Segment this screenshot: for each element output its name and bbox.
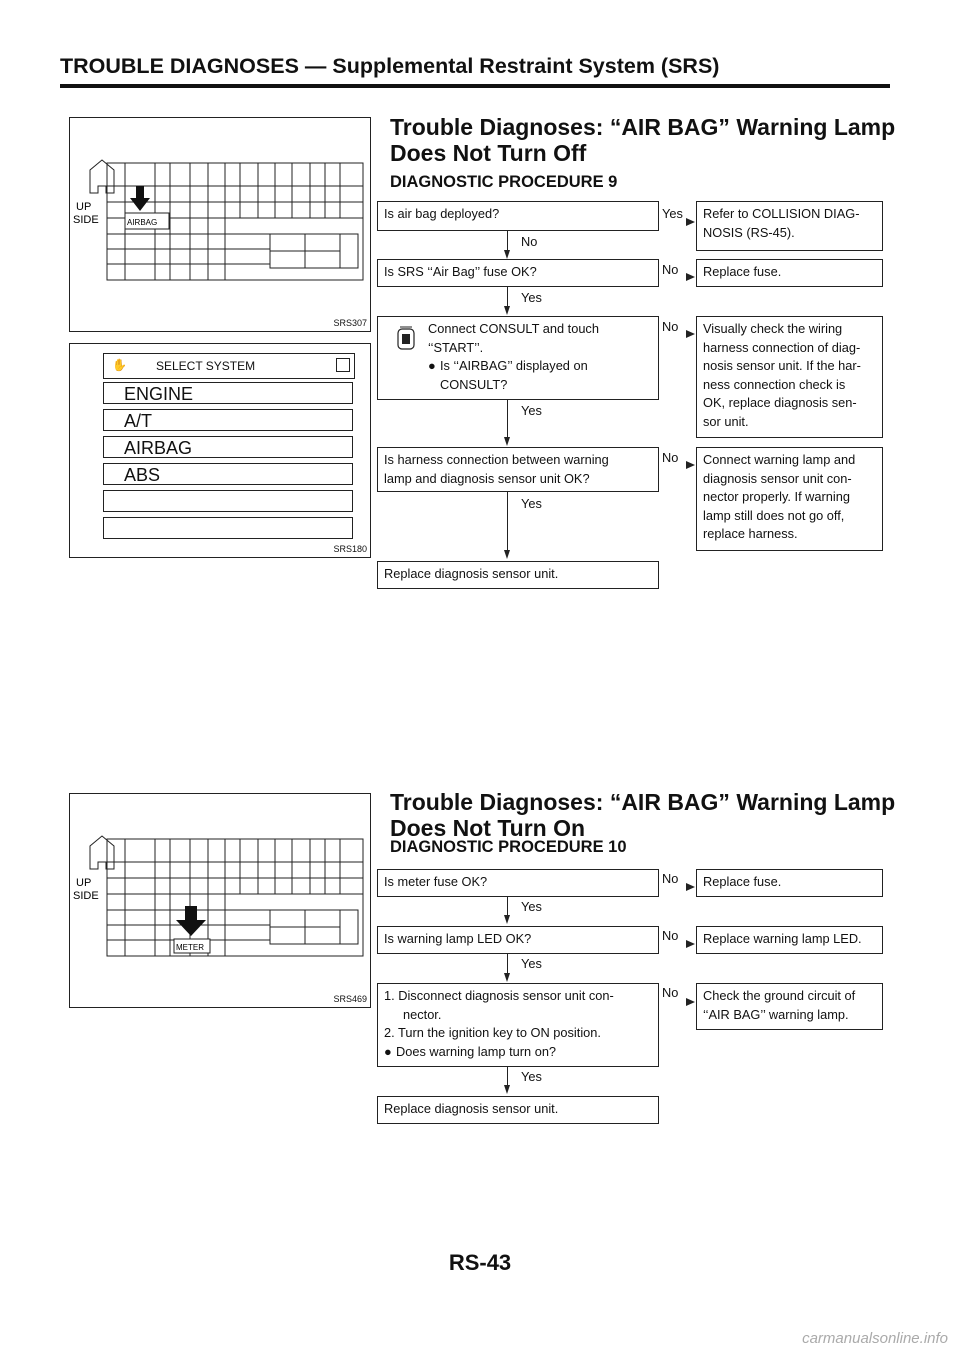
menu-item-engine[interactable]: ENGINE <box>103 382 353 404</box>
section2-procedure: DIAGNOSTIC PROCEDURE 10 <box>390 838 627 856</box>
connector-grid-diagram: UP SIDE AIRBAG <box>73 159 364 281</box>
s2-step1-yes-label: Yes <box>521 899 542 914</box>
section1-title-line1: Trouble Diagnoses: “AIR BAG” Warning Lam… <box>390 114 896 140</box>
step1-question: Is air bag deployed? <box>377 201 659 231</box>
step4-no-label: No <box>662 450 679 465</box>
menu-item-abs[interactable]: ABS <box>103 463 353 485</box>
arrow-right-icon <box>686 330 695 338</box>
figure-srs469: UP SIDE METER SRS469 <box>69 793 371 1008</box>
arrow-down-icon <box>504 973 510 982</box>
s2-step3-result: Check the ground circuit of‘‘AIR BAG’’ w… <box>696 983 883 1030</box>
s2-step4-final: Replace diagnosis sensor unit. <box>377 1096 659 1124</box>
consult-device-icon <box>397 326 415 350</box>
figure-srs307: UP SIDE AIRBAG SRS307 <box>69 117 371 332</box>
s2-step2-yes-label: Yes <box>521 956 542 971</box>
svg-text:SIDE: SIDE <box>73 890 99 902</box>
arrow-right-icon <box>686 218 695 226</box>
step2-no-label: No <box>662 262 679 277</box>
s2-step2-no-label: No <box>662 928 679 943</box>
result-line: NOSIS (RS-45). <box>703 224 795 240</box>
watermark: carmanualsonline.info <box>802 1330 948 1347</box>
s2-step3-yes-label: Yes <box>521 1069 542 1084</box>
result-line: Refer to COLLISION DIAG- <box>703 206 860 221</box>
arrow-down-icon <box>504 915 510 924</box>
step1-yes-label: Yes <box>662 206 683 221</box>
section2-title-line1: Trouble Diagnoses: “AIR BAG” Warning Lam… <box>390 789 896 815</box>
svg-text:AIRBAG: AIRBAG <box>127 218 157 227</box>
arrow-down-icon <box>504 437 510 446</box>
step1-no-label: No <box>521 234 538 249</box>
s2-step1-no-label: No <box>662 871 679 886</box>
s2-step1-result: Replace fuse. <box>696 869 883 897</box>
menu-item-at[interactable]: A/T <box>103 409 353 431</box>
flow-line <box>507 400 509 440</box>
figure-code: SRS180 <box>333 544 367 554</box>
menu-title: SELECT SYSTEM <box>156 359 256 373</box>
svg-text:UP: UP <box>76 877 91 889</box>
section1-procedure: DIAGNOSTIC PROCEDURE 9 <box>390 173 618 191</box>
flow-line <box>507 287 509 309</box>
section2-title-line2: Does Not Turn On <box>390 815 586 841</box>
s2-step3-question: 1. Disconnect diagnosis sensor unit con-… <box>377 983 659 1067</box>
meter-connector-diagram: UP SIDE METER <box>73 835 364 957</box>
arrow-right-icon <box>686 461 695 469</box>
arrow-down-icon <box>504 250 510 259</box>
consult-screen: ✋ SELECT SYSTEM ENGINE A/T AIRBAG ABS <box>103 353 360 550</box>
arrow-right-icon <box>686 940 695 948</box>
svg-text:METER: METER <box>176 943 204 952</box>
s2-step2-result: Replace warning lamp LED. <box>696 926 883 954</box>
arrow-right-icon <box>686 273 695 281</box>
page-header: TROUBLE DIAGNOSES — Supplemental Restrai… <box>60 54 720 78</box>
flow-line <box>507 897 509 917</box>
section1-title-line2: Does Not Turn Off <box>390 140 587 166</box>
arrow-down-icon <box>504 550 510 559</box>
figure-srs180: ✋ SELECT SYSTEM ENGINE A/T AIRBAG ABS SR… <box>69 343 371 558</box>
pointer-icon: ✋ <box>112 358 127 372</box>
arrow-right-icon <box>686 998 695 1006</box>
svg-text:SIDE: SIDE <box>73 214 99 226</box>
step3-yes-label: Yes <box>521 403 542 418</box>
step5-final: Replace diagnosis sensor unit. <box>377 561 659 589</box>
step2-yes-label: Yes <box>521 290 542 305</box>
arrow-right-icon <box>686 883 695 891</box>
figure-code: SRS307 <box>333 318 367 328</box>
scroll-box-icon <box>336 358 350 372</box>
s2-step1-question: Is meter fuse OK? <box>377 869 659 897</box>
flow-line <box>507 231 509 253</box>
menu-item-empty-2[interactable] <box>103 517 353 539</box>
step2-result: Replace fuse. <box>696 259 883 287</box>
step3-question: Connect CONSULT and touch ‘‘START’’. ●Is… <box>377 316 659 400</box>
step1-result: Refer to COLLISION DIAG- NOSIS (RS-45). <box>696 201 883 251</box>
arrow-down-icon <box>504 1085 510 1094</box>
s2-step3-no-label: No <box>662 985 679 1000</box>
step4-yes-label: Yes <box>521 496 542 511</box>
flow-line <box>507 1067 509 1088</box>
flow-line <box>507 492 509 553</box>
step2-question: Is SRS ‘‘Air Bag’’ fuse OK? <box>377 259 659 287</box>
page-number: RS-43 <box>448 1250 512 1275</box>
menu-title-bar: ✋ SELECT SYSTEM <box>103 353 355 379</box>
svg-text:UP: UP <box>76 201 91 213</box>
flow-line <box>507 954 509 975</box>
figure-code: SRS469 <box>333 994 367 1004</box>
s2-step2-question: Is warning lamp LED OK? <box>377 926 659 954</box>
menu-item-airbag[interactable]: AIRBAG <box>103 436 353 458</box>
arrow-down-icon <box>504 306 510 315</box>
step3-no-label: No <box>662 319 679 334</box>
menu-item-empty-1[interactable] <box>103 490 353 512</box>
header-rule <box>60 84 890 88</box>
